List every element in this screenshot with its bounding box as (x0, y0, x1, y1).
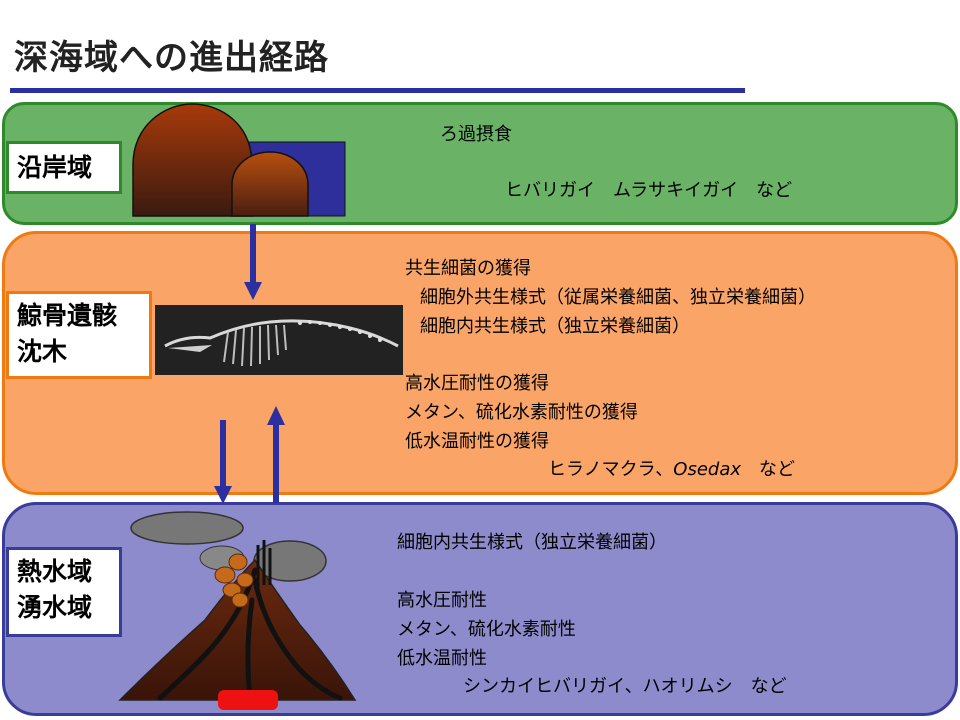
whale-skeleton-photo (155, 305, 403, 375)
whale-fall-label-line1: 鯨骨遺骸 (17, 301, 118, 330)
whale-examples-post: など (741, 459, 796, 480)
whale-examples-text: ヒラノマクラ、Osedax など (548, 459, 795, 481)
vent-line-intracellular: 細胞内共生様式（独立栄養細菌） (397, 532, 667, 553)
arrow-vent-to-whale (267, 406, 285, 503)
coastal-zone-label: 沿岸域 (6, 141, 122, 194)
hydrothermal-vent-illustration (118, 511, 357, 710)
arrow-whale-to-vent (214, 420, 232, 504)
vent-seep-label: 熱水域 湧水域 (6, 547, 122, 637)
whale-line-extracellular: 細胞外共生様式（従属栄養細菌、独立栄養細菌） (420, 287, 816, 308)
arrow-coastal-to-whale (244, 224, 262, 300)
whale-fall-panel (2, 231, 958, 495)
vent-line-pressure: 高水圧耐性 (397, 590, 487, 611)
title-underline (10, 88, 745, 93)
whale-fall-label: 鯨骨遺骸 沈木 (6, 291, 152, 379)
coastal-feeding-text: ろ過摂食 (440, 124, 512, 145)
whale-line-temperature: 低水温耐性の獲得 (405, 431, 549, 452)
coastal-examples-text: ヒバリガイ ムラサキイガイ など (505, 180, 793, 201)
vent-line-temperature: 低水温耐性 (397, 648, 487, 669)
mussel-illustration (132, 103, 346, 217)
vent-seep-label-line2: 湧水域 (17, 593, 93, 622)
vent-seep-label-line1: 熱水域 (17, 557, 93, 586)
whale-line-intracellular: 細胞内共生様式（独立栄養細菌） (420, 316, 690, 337)
vent-line-methane: メタン、硫化水素耐性 (397, 619, 576, 640)
whale-examples-genus: Osedax (673, 459, 742, 480)
whale-line-symbiont: 共生細菌の獲得 (405, 258, 531, 279)
whale-line-methane: メタン、硫化水素耐性の獲得 (405, 402, 638, 423)
coastal-zone-label-text: 沿岸域 (17, 153, 93, 182)
page-title: 深海域への進出経路 (14, 38, 329, 78)
whale-fall-label-line2: 沈木 (17, 337, 68, 366)
vent-examples-text: シンカイヒバリガイ、ハオリムシ など (463, 676, 787, 697)
whale-line-pressure: 高水圧耐性の獲得 (405, 373, 549, 394)
whale-examples-pre: ヒラノマクラ、 (548, 459, 674, 480)
